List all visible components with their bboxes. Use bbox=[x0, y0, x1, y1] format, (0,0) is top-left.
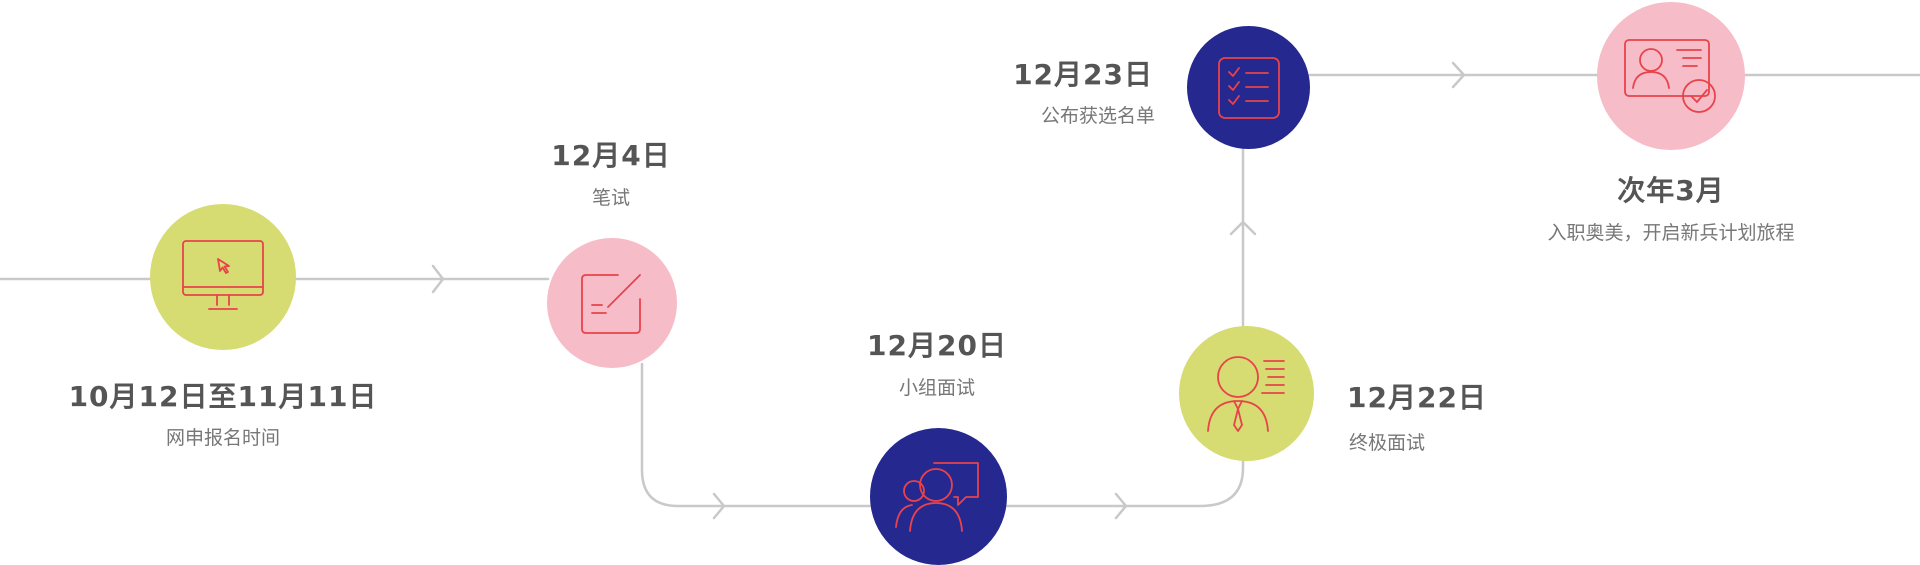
step-3-desc: 小组面试 bbox=[898, 377, 976, 399]
arrow-chevron-icon bbox=[1451, 61, 1466, 89]
step-2-circle bbox=[547, 238, 677, 368]
step-5-date: 12月23日 bbox=[1013, 58, 1153, 91]
edit-pen-icon bbox=[581, 274, 641, 334]
step-1-date: 10月12日至11月11日 bbox=[68, 380, 378, 413]
step-3-date: 12月20日 bbox=[867, 329, 1007, 362]
arrow-chevron-icon bbox=[1229, 220, 1257, 236]
step-1-desc: 网申报名时间 bbox=[165, 427, 281, 449]
step-4-desc: 终极面试 bbox=[1349, 432, 1426, 454]
step-6-circle bbox=[1597, 2, 1745, 150]
id-card-check-icon bbox=[1624, 39, 1716, 113]
step-5-desc: 公布获选名单 bbox=[1040, 105, 1155, 127]
step-4-circle bbox=[1179, 326, 1314, 461]
step-1-circle bbox=[150, 204, 296, 350]
interviewer-icon bbox=[1206, 355, 1285, 432]
monitor-cursor-icon bbox=[182, 240, 264, 310]
step-2-date: 12月4日 bbox=[551, 139, 671, 172]
step-6-date: 次年3月 bbox=[1617, 174, 1725, 207]
arrow-chevron-icon bbox=[431, 264, 445, 294]
arrow-chevron-icon bbox=[712, 492, 726, 520]
arrow-chevron-icon bbox=[1114, 492, 1128, 520]
step-3-circle bbox=[870, 428, 1007, 565]
step-6-desc: 入职奥美，开启新兵计划旅程 bbox=[1547, 222, 1795, 244]
step-5-circle bbox=[1187, 26, 1310, 149]
group-chat-icon bbox=[894, 461, 979, 532]
step-4-date: 12月22日 bbox=[1347, 381, 1487, 414]
step-2-desc: 笔试 bbox=[591, 187, 631, 209]
checklist-icon bbox=[1217, 56, 1280, 119]
